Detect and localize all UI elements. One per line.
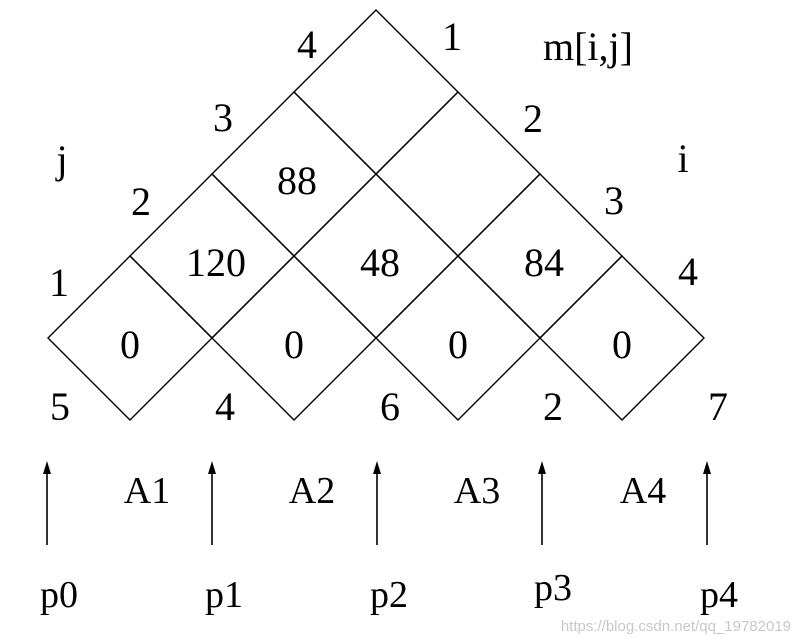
cell-value: 0 — [612, 322, 632, 367]
i-axis-label: i — [677, 136, 688, 181]
dimension-value: 6 — [380, 384, 400, 429]
j-axis-label: j — [54, 137, 67, 182]
dimension-value: 5 — [50, 384, 70, 429]
cell-row4-1 — [293, 9, 459, 175]
dimension-values: 5 4 6 2 7 — [50, 384, 728, 429]
dimension-value: 4 — [215, 384, 235, 429]
arrow-up-icon — [538, 461, 546, 545]
arrow-up-icon — [208, 461, 216, 545]
p-label: p3 — [534, 567, 572, 609]
p-labels: p0 p1 p2 p3 p4 — [40, 567, 738, 616]
cell-values: 0 0 0 0 120 48 84 88 — [120, 158, 632, 367]
matrix-label: A4 — [620, 470, 666, 512]
i-label: 2 — [523, 96, 543, 141]
cell-value: 120 — [186, 240, 246, 285]
j-label: 3 — [213, 95, 233, 140]
diagram-title: m[i,j] — [543, 24, 633, 69]
diamond-grid — [47, 9, 705, 421]
matrix-label: A2 — [289, 470, 335, 512]
pointer-arrows — [43, 461, 711, 545]
cell-value: 84 — [524, 240, 564, 285]
matrix-label: A1 — [124, 470, 170, 512]
matrix-labels: A1 A2 A3 A4 — [124, 470, 666, 512]
cell-value: 88 — [277, 158, 317, 203]
cell-row3-2 — [375, 91, 541, 257]
cell-value: 0 — [120, 322, 140, 367]
dimension-value: 2 — [543, 384, 563, 429]
arrow-up-icon — [43, 461, 51, 545]
j-index-labels: 1 2 3 4 — [49, 22, 317, 305]
p-label: p0 — [40, 574, 78, 616]
p-label: p4 — [700, 574, 738, 616]
i-label: 3 — [604, 178, 624, 223]
p-label: p2 — [370, 574, 408, 616]
j-label: 1 — [49, 260, 69, 305]
i-label: 1 — [442, 14, 462, 59]
arrow-up-icon — [373, 461, 381, 545]
p-label: p1 — [205, 574, 243, 616]
cell-value: 0 — [448, 322, 468, 367]
dimension-value: 7 — [708, 384, 728, 429]
cell-value: 0 — [284, 322, 304, 367]
arrow-up-icon — [703, 461, 711, 545]
cell-value: 48 — [360, 240, 400, 285]
watermark: https://blog.csdn.net/qq_19782019 — [561, 618, 791, 635]
j-label: 4 — [297, 22, 317, 67]
matrix-label: A3 — [454, 470, 500, 512]
i-label: 4 — [678, 249, 698, 294]
j-label: 2 — [131, 179, 151, 224]
i-index-labels: 1 2 3 4 — [442, 14, 698, 294]
